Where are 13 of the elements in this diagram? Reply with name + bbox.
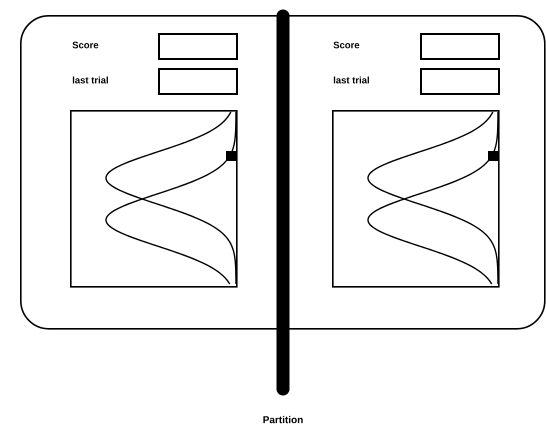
panel — [20, 15, 546, 330]
field-label: last trial — [334, 76, 369, 84]
field-label: last trial — [72, 76, 108, 84]
field-label: Score — [333, 42, 360, 48]
partition-label: Partition — [263, 416, 303, 424]
input-field — [420, 68, 500, 95]
distribution-plot-drawing — [332, 110, 500, 288]
partition-bar — [276, 10, 290, 396]
input-field — [158, 68, 238, 95]
input-field — [420, 33, 500, 60]
distribution-plot-drawing — [70, 110, 238, 288]
input-field — [158, 33, 238, 60]
field-label: Score — [72, 42, 98, 48]
